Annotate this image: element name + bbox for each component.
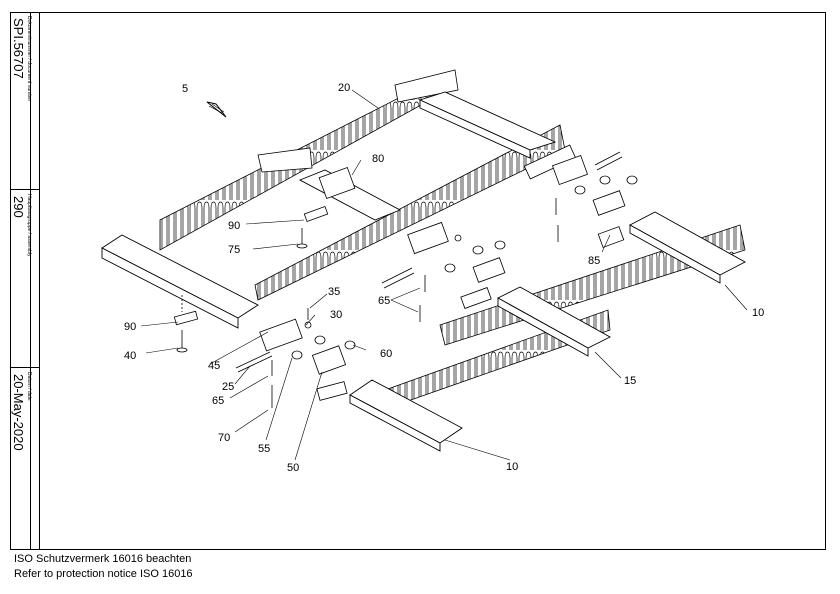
document-number-box: Dokumentnummer / document number SPI.567… bbox=[10, 12, 40, 190]
callout-40: 40 bbox=[124, 350, 136, 362]
beam-right bbox=[629, 211, 746, 284]
assembly-box: Hauptbaugruppe / assembly 290 bbox=[10, 190, 40, 368]
callout-45: 45 bbox=[208, 360, 220, 372]
drawing-frame bbox=[10, 12, 826, 550]
callout-20: 20 bbox=[338, 82, 350, 94]
callout-75: 75 bbox=[228, 244, 240, 256]
callout-5: 5 bbox=[182, 83, 188, 95]
callout-80: 80 bbox=[372, 153, 384, 165]
callout-90-lower: 90 bbox=[124, 321, 136, 333]
protection-notice-german: ISO Schutzvermerk 16016 beachten bbox=[14, 553, 192, 565]
title-block-divider bbox=[30, 12, 31, 550]
title-block: Dokumentnummer / document number SPI.567… bbox=[10, 12, 40, 550]
callout-10-bottom: 10 bbox=[506, 461, 518, 473]
callout-70: 70 bbox=[218, 432, 230, 444]
beam-middle bbox=[497, 286, 611, 357]
beam-left bbox=[101, 234, 259, 329]
callout-15: 15 bbox=[624, 375, 636, 387]
callout-50: 50 bbox=[287, 462, 299, 474]
callout-65-lower: 65 bbox=[212, 395, 224, 407]
callout-60: 60 bbox=[380, 348, 392, 360]
callout-10-right: 10 bbox=[752, 307, 764, 319]
callout-90-upper: 90 bbox=[228, 220, 240, 232]
callout-55: 55 bbox=[258, 443, 270, 455]
protection-notice-english: Refer to protection notice ISO 16016 bbox=[14, 568, 193, 580]
beam-top bbox=[418, 91, 557, 159]
direction-arrow bbox=[206, 101, 227, 118]
hardware-parts bbox=[173, 144, 638, 408]
callout-65-upper: 65 bbox=[378, 295, 390, 307]
beam-bottom bbox=[349, 379, 463, 452]
callout-30: 30 bbox=[330, 309, 342, 321]
callout-85: 85 bbox=[588, 255, 600, 267]
leader-lines bbox=[140, 89, 748, 461]
callout-25: 25 bbox=[222, 381, 234, 393]
callout-35: 35 bbox=[328, 286, 340, 298]
